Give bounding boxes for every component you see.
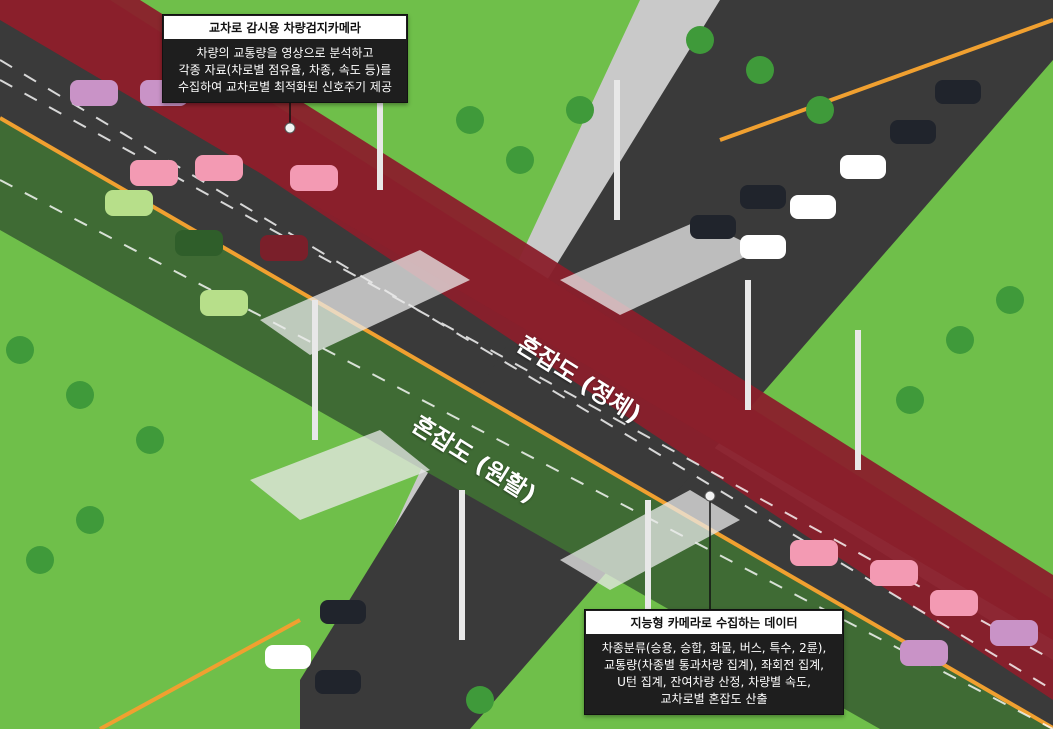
camera-callout-title: 교차로 감시용 차량검지카메라 [163,15,407,40]
trees [6,26,1024,714]
cross-center-line [719,18,1053,142]
cross-center-line-lower [99,618,301,729]
smart-camera-callout: 지능형 카메라로 수집하는 데이터 차종분류(승용, 승합, 화물, 버스, 특… [584,609,844,715]
cars-smooth [105,190,248,316]
camera-callout-body: 차량의 교통량을 영상으로 분석하고 각종 자료(차로별 점유율, 차종, 속도… [178,46,392,94]
smart-camera-callout-title: 지능형 카메라로 수집하는 데이터 [585,610,843,635]
smart-camera-callout-body: 차종분류(승용, 승합, 화물, 버스, 특수, 2륜), 교통량(차종별 통과… [601,641,827,706]
camera-icon [284,122,296,134]
cars-crossroad [265,80,981,694]
smart-camera-icon [704,490,716,502]
signal-poles [312,80,861,640]
congested-lanes [0,0,1053,640]
cars-congested [70,80,1038,666]
center-line [0,116,1053,729]
camera-callout: 교차로 감시용 차량검지카메라 차량의 교통량을 영상으로 분석하고 각종 자료… [162,14,408,103]
